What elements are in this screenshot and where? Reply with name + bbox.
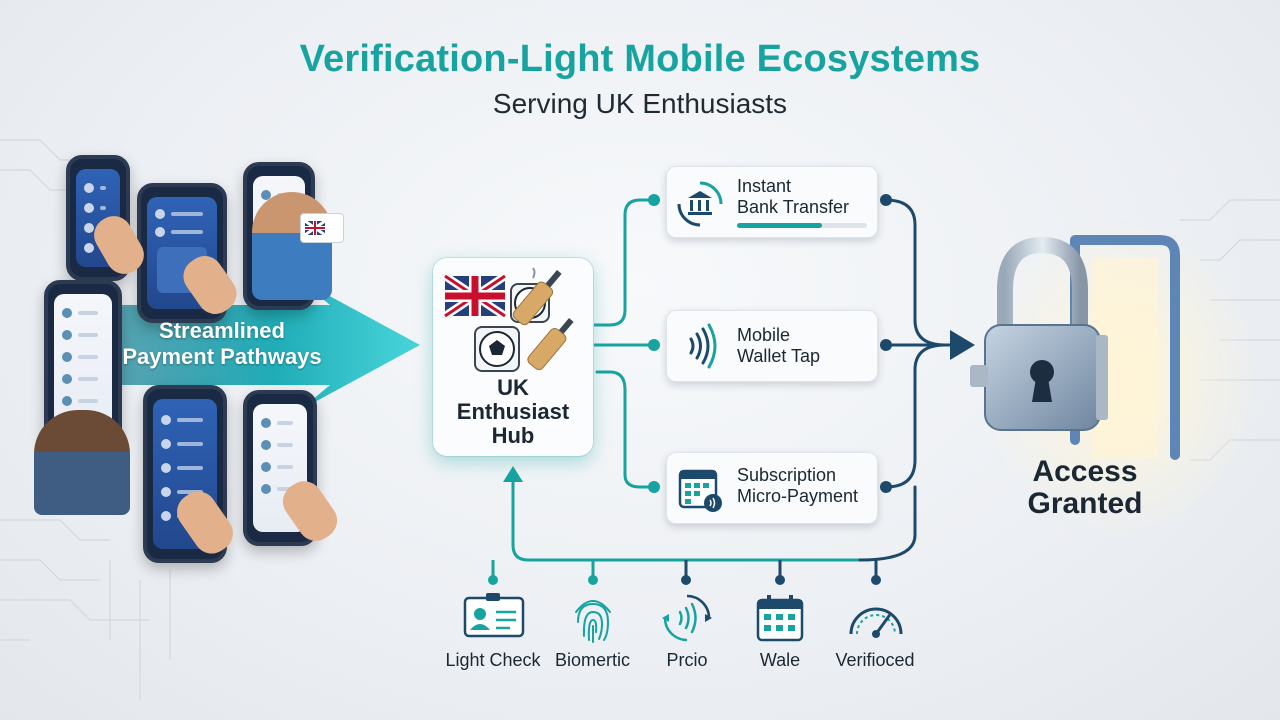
lock-connectors	[858, 198, 957, 562]
calendar-icon	[678, 469, 722, 512]
arrow-label-line1: Streamlined	[159, 318, 285, 343]
calendar-icon	[756, 595, 804, 642]
football-mug-icon	[474, 326, 520, 372]
person-avatar-top	[252, 192, 332, 300]
bottom-label-biometric: Biomertic	[554, 650, 630, 670]
person-avatar-bottom	[34, 410, 130, 515]
uk-enthusiast-hub: UK Enthusiast Hub	[433, 258, 593, 456]
gauge-icon	[849, 607, 903, 638]
contactless-icon	[689, 323, 717, 369]
page-title: Verification-Light Mobile Ecosystems	[299, 38, 981, 80]
cricket-bat-icon	[512, 270, 562, 326]
bottom-label-prcio: Prcio	[666, 650, 708, 670]
hub-label: UK Enthusiast Hub	[456, 375, 570, 448]
method-label: Subscription Micro-Payment	[737, 465, 859, 506]
hub-up-arrowhead	[503, 466, 523, 482]
bottom-label-verified: Verifioced	[835, 650, 915, 670]
connector-dots	[648, 194, 660, 493]
bank-transfer-progress	[737, 223, 867, 228]
hub-icons	[442, 267, 574, 372]
method-card-bank-transfer: Instant Bank Transfer	[666, 166, 878, 238]
connector-lines	[511, 198, 862, 562]
lock-arrowhead	[950, 330, 975, 360]
cricket-bat-icon	[527, 318, 574, 371]
method-label: Instant Bank Transfer	[737, 176, 850, 217]
flag-card-icon	[300, 213, 344, 243]
circuit-lines-left	[0, 139, 171, 700]
bottom-label-wale: Wale	[759, 650, 801, 670]
bottom-label-light-check: Light Check	[445, 650, 541, 670]
bank-icon	[677, 181, 723, 227]
method-label: Mobile Wallet Tap	[737, 325, 821, 366]
method-card-subscription: Subscription Micro-Payment	[666, 452, 878, 524]
id-card-icon	[463, 593, 525, 638]
uk-flag-icon	[442, 272, 508, 320]
refresh-contactless-icon	[662, 594, 712, 642]
page-subtitle: Serving UK Enthusiasts	[492, 88, 788, 119]
arrow-label: Streamlined Payment Pathways	[72, 318, 372, 370]
arrow-label-line2: Payment Pathways	[122, 344, 322, 369]
padlock-icon	[970, 236, 1108, 431]
access-granted-label: Access Granted	[1027, 455, 1143, 520]
fingerprint-icon	[575, 600, 611, 643]
method-card-wallet-tap: Mobile Wallet Tap	[666, 310, 878, 382]
